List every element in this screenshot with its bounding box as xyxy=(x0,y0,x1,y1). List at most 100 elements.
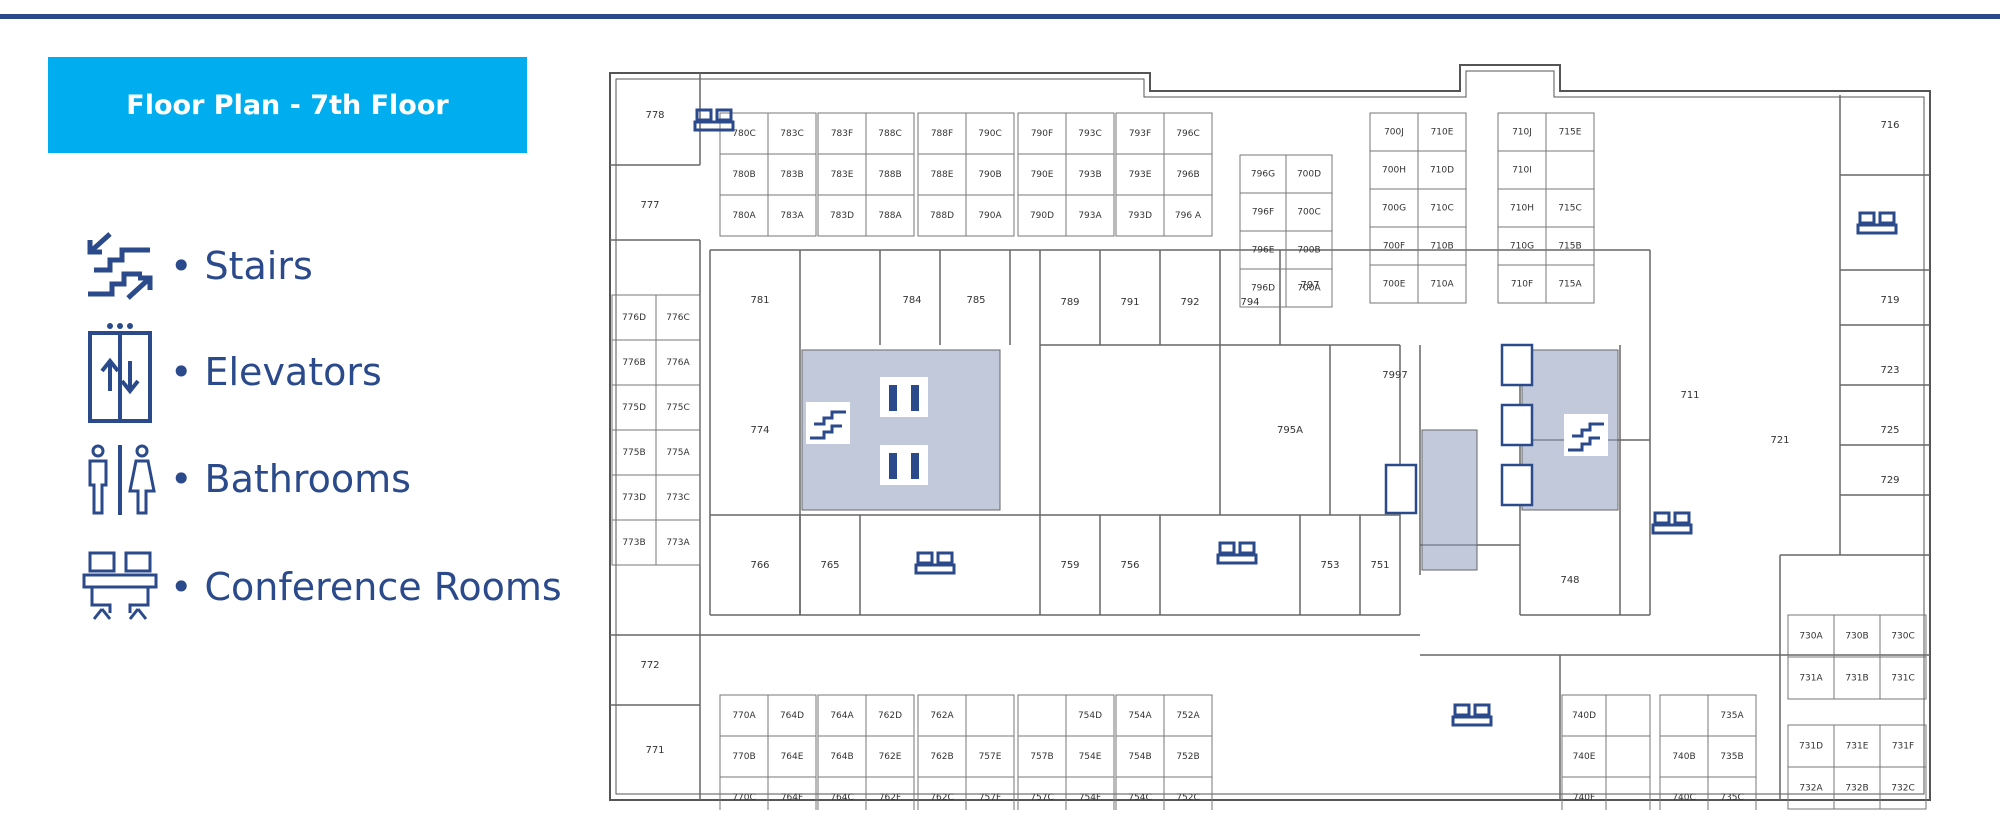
cubicle xyxy=(1545,264,1595,304)
cubicle-label: 770C xyxy=(732,793,755,803)
legend-bathrooms-label: • Bathrooms xyxy=(170,457,411,501)
cubicle xyxy=(1545,150,1595,190)
cubicle-label: 700F xyxy=(1383,242,1405,252)
floor-plan-title: Floor Plan - 7th Floor xyxy=(48,57,527,153)
cubicle-label: 752A xyxy=(1176,711,1200,721)
cubicle-label: 731E xyxy=(1846,742,1869,752)
cubicle-label: 773A xyxy=(666,538,690,548)
cubicle-label: 762D xyxy=(878,711,902,721)
cubicle-label: 732C xyxy=(1891,784,1914,794)
cubicle xyxy=(1879,656,1927,700)
cubicle xyxy=(655,519,701,566)
room-label: 794 xyxy=(1240,297,1259,308)
building-outline xyxy=(609,64,1931,801)
cubicle-label: 775D xyxy=(622,403,646,413)
room-label: 756 xyxy=(1120,560,1139,571)
room-label: 791 xyxy=(1120,297,1139,308)
cubicle-label: 700A xyxy=(1297,284,1321,294)
cubicle-label: 735B xyxy=(1720,752,1743,762)
cubicle-label: 754C xyxy=(1128,793,1151,803)
cubicle-label: 731D xyxy=(1799,742,1823,752)
cubicle-label: 770B xyxy=(732,752,755,762)
cubicle-label: 700C xyxy=(1297,208,1320,218)
cubicle-label: 710I xyxy=(1512,166,1532,176)
map-bathroom-icon xyxy=(880,445,928,485)
cubicle-label: 757B xyxy=(1030,752,1053,762)
room-label: 772 xyxy=(640,660,659,671)
cubicle-label: 732B xyxy=(1845,784,1868,794)
cubicle-label: 754D xyxy=(1078,711,1102,721)
room-label: 771 xyxy=(645,745,664,756)
room-label: 777 xyxy=(640,200,659,211)
legend-conference-label: • Conference Rooms xyxy=(170,565,562,609)
room-label: 725 xyxy=(1880,425,1899,436)
map-stairs-icon xyxy=(1564,414,1608,456)
legend-elevators-label: • Elevators xyxy=(170,350,382,394)
cubicle-label: 715B xyxy=(1558,242,1581,252)
map-conference-icon xyxy=(914,551,956,575)
cubicle-label: 715E xyxy=(1559,128,1582,138)
cubicle-label: 731A xyxy=(1799,674,1823,684)
cubicle-label: 788F xyxy=(931,129,953,139)
legend-conference: • Conference Rooms xyxy=(80,537,562,637)
cubicle-label: 700G xyxy=(1382,204,1406,214)
cubicle-label: 773C xyxy=(666,493,689,503)
cubicle xyxy=(965,776,1015,810)
cubicle-label: 732A xyxy=(1799,784,1823,794)
map-elevator-icon xyxy=(1500,463,1534,507)
cubicle-label: 730C xyxy=(1891,632,1914,642)
cubicle-label: 710J xyxy=(1512,128,1532,138)
stairs-icon xyxy=(80,216,160,316)
cubicle-label: 735C xyxy=(1720,793,1743,803)
cubicle xyxy=(1065,776,1115,810)
cubicle-label: 790E xyxy=(1031,170,1054,180)
map-bathroom-figure xyxy=(911,385,919,411)
cubicle xyxy=(865,194,915,237)
cubicle-label: 730B xyxy=(1845,632,1868,642)
room-label: 719 xyxy=(1880,295,1899,306)
cubicle-label: 752B xyxy=(1176,752,1199,762)
cubicle-label: 793C xyxy=(1078,129,1101,139)
cubicle-label: 788E xyxy=(931,170,954,180)
cubicle xyxy=(1163,194,1213,237)
cubicle xyxy=(1879,766,1927,810)
cubicle-label: 796D xyxy=(1251,284,1275,294)
room-label: 784 xyxy=(902,295,921,306)
map-conference-icon xyxy=(1451,703,1493,727)
cubicle-label: 764E xyxy=(781,752,804,762)
map-conference-icon xyxy=(1651,511,1693,535)
cubicle xyxy=(767,776,817,810)
room-label: 723 xyxy=(1880,365,1899,376)
cubicle-label: 710D xyxy=(1430,166,1454,176)
cubicle-label: 775A xyxy=(666,448,690,458)
cubicle-label: 783E xyxy=(831,170,854,180)
cubicle-label: 757C xyxy=(1030,793,1053,803)
cubicle-label: 790D xyxy=(1030,211,1054,221)
cubicle-label: 700D xyxy=(1297,170,1321,180)
cubicle-label: 776D xyxy=(622,313,646,323)
cubicle-label: 796E xyxy=(1252,246,1275,256)
cubicle-label: 783A xyxy=(780,211,804,221)
cubicle-label: 700H xyxy=(1382,166,1406,176)
cubicle-label: 764B xyxy=(830,752,853,762)
cubicle-label: 783C xyxy=(780,129,803,139)
cubicle-label: 783F xyxy=(831,129,853,139)
cubicle-label: 764D xyxy=(780,711,804,721)
map-conference-icon xyxy=(1216,541,1258,565)
room-label: 7997 xyxy=(1382,370,1407,381)
interior-walls xyxy=(610,73,1930,800)
cubicle-label: 715C xyxy=(1558,204,1581,214)
room-label: 792 xyxy=(1180,297,1199,308)
legend-stairs-label: • Stairs xyxy=(170,244,313,288)
cubicle xyxy=(965,694,1015,737)
cubicle xyxy=(1707,776,1757,810)
